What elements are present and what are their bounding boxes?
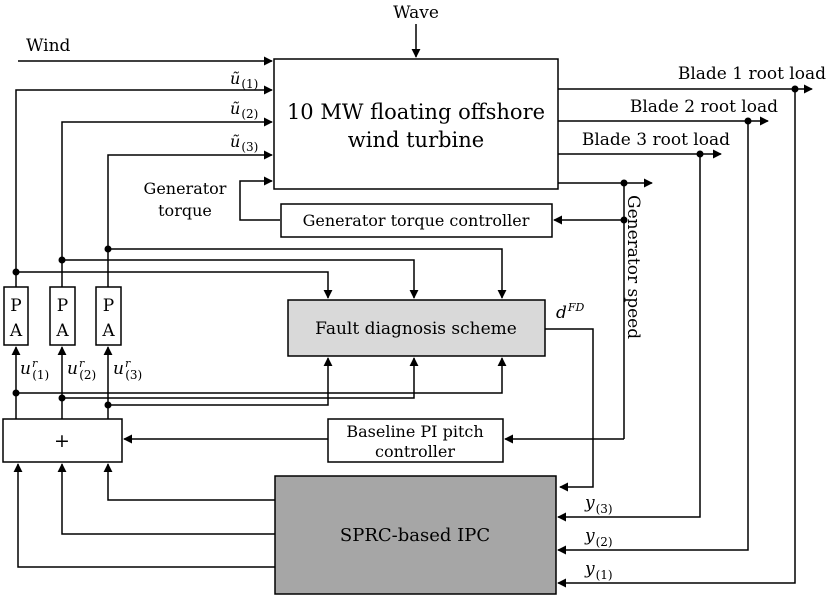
generator-speed-feedback (504, 183, 628, 444)
blade-2-root-load-output: Blade 2 root load (558, 97, 778, 126)
pa-2-label-bottom: A (55, 321, 69, 341)
blade-3-load-feedback: y(3) (557, 154, 701, 522)
pitch-command-3-line: ũ(3) (104, 132, 273, 287)
pa-1-label-top: P (10, 296, 21, 316)
baseline-pi-controller-block: Baseline PI pitch controller (327, 418, 504, 463)
baseline-controller-label-line1: Baseline PI pitch (346, 422, 483, 441)
pa-2-label-top: P (57, 296, 68, 316)
blade-2-load-feedback: y(2) (557, 121, 749, 555)
fault-diagnosis-label: Fault diagnosis scheme (315, 319, 517, 339)
blade-3-root-load-label: Blade 3 root load (582, 130, 730, 150)
wave-input: Wave (393, 3, 439, 58)
y3-label: y(3) (584, 493, 613, 516)
wave-label: Wave (393, 3, 439, 23)
blade-1-root-load-label: Blade 1 root load (678, 64, 826, 84)
generator-torque-controller-label: Generator torque controller (303, 211, 530, 230)
generator-torque-label-line2: torque (158, 201, 212, 220)
ur1-label: ur(1) (20, 357, 49, 382)
fault-diagnosis-signal-label: dFD (556, 301, 585, 323)
ipc-to-sum-lines (13, 463, 275, 568)
pa-1-label-bottom: A (9, 321, 23, 341)
pa-3-label-top: P (103, 296, 114, 316)
generator-torque-loop: Generator torque (144, 176, 280, 221)
generator-torque-label-line1: Generator (144, 179, 227, 198)
fault-diagnosis-pitch-taps (16, 248, 507, 299)
fault-diagnosis-block: Fault diagnosis scheme (287, 299, 546, 357)
generator-speed-label: Generator speed (623, 195, 643, 339)
pitch-command-1-label: ũ(1) (230, 69, 258, 91)
pitch-actuator-2-block: P A (49, 286, 76, 346)
y2-label: y(2) (584, 526, 613, 549)
y1-label: y(1) (584, 559, 613, 582)
wind-input: Wind (18, 36, 273, 66)
pitch-actuator-1-block: P A (3, 286, 29, 346)
fault-diagnosis-output: dFD (545, 301, 594, 492)
reference-pitch-labels: ur(1) ur(2) ur(3) (20, 357, 142, 382)
sprc-ipc-label: SPRC-based IPC (340, 525, 490, 546)
wind-turbine-block: 10 MW floating offshore wind turbine (273, 58, 559, 190)
pitch-command-2-line: ũ(2) (58, 99, 273, 287)
pitch-command-3-label: ũ(3) (230, 132, 258, 154)
blade-1-load-feedback: y(1) (557, 89, 796, 588)
generator-speed-output: Generator speed (558, 178, 653, 339)
turbine-title-line1: 10 MW floating offshore (287, 100, 545, 124)
pitch-actuator-3-block: P A (95, 286, 122, 346)
summation-plus-sign: + (54, 430, 70, 452)
sprc-ipc-block: SPRC-based IPC (274, 475, 557, 595)
generator-torque-controller-block: Generator torque controller (280, 203, 553, 238)
ur3-label: ur(3) (113, 357, 142, 382)
summation-block: + (2, 418, 123, 463)
blade-2-root-load-label: Blade 2 root load (630, 97, 778, 117)
pitch-command-2-label: ũ(2) (230, 99, 258, 121)
blade-1-root-load-output: Blade 1 root load (558, 64, 826, 94)
pa-3-label-bottom: A (101, 321, 115, 341)
ur2-label: ur(2) (67, 357, 96, 382)
blade-3-root-load-output: Blade 3 root load (558, 130, 730, 159)
turbine-title-line2: wind turbine (348, 128, 484, 152)
reference-pitch-lines (11, 346, 507, 419)
wind-label: Wind (26, 36, 71, 56)
baseline-controller-label-line2: controller (375, 442, 455, 461)
